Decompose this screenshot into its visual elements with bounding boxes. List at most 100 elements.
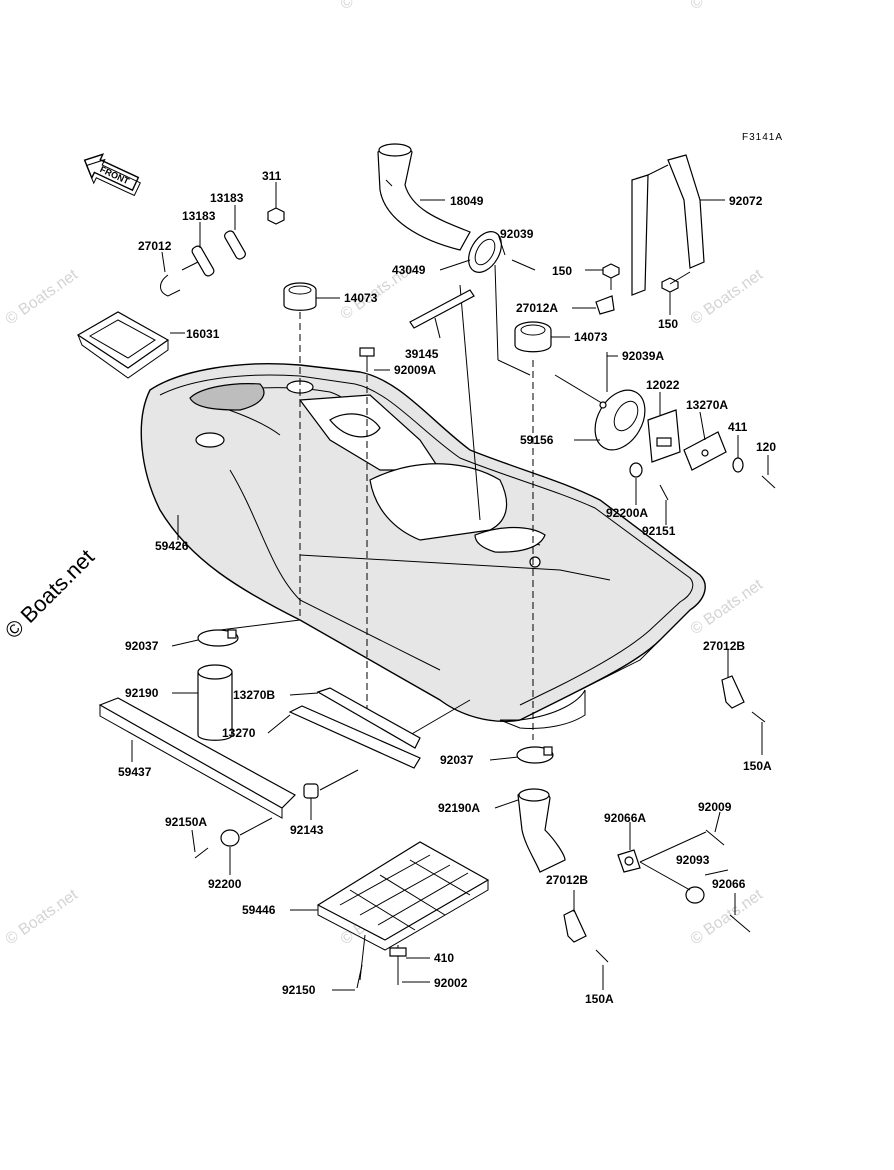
label-92066: 92066 bbox=[712, 877, 746, 891]
watermark: © Boats.net bbox=[688, 0, 767, 13]
label-92200: 92200 bbox=[208, 877, 242, 891]
label-92039A: 92039A bbox=[622, 349, 664, 363]
part-13270B bbox=[316, 687, 421, 749]
part-92190 bbox=[197, 664, 233, 741]
part-92009 bbox=[705, 829, 725, 846]
part-12022 bbox=[647, 409, 681, 463]
label-92037-left: 92037 bbox=[125, 639, 159, 653]
part-59446 bbox=[316, 841, 490, 951]
part-92037-a bbox=[197, 629, 239, 647]
part-92037-b bbox=[516, 746, 554, 764]
label-92093: 92093 bbox=[676, 853, 710, 867]
part-13270A bbox=[683, 431, 727, 471]
part-92072 bbox=[631, 154, 705, 296]
part-59156 bbox=[594, 389, 646, 451]
label-150A-upper: 150A bbox=[743, 759, 772, 773]
part-92150 bbox=[356, 964, 363, 989]
label-311: 311 bbox=[262, 169, 282, 183]
part-59437 bbox=[98, 697, 296, 819]
part-43049 bbox=[468, 231, 502, 273]
part-92151 bbox=[659, 484, 669, 501]
part-92200A bbox=[629, 462, 643, 478]
part-150A-b bbox=[595, 949, 609, 963]
label-92009A: 92009A bbox=[394, 363, 436, 377]
label-92037-right: 92037 bbox=[440, 753, 474, 767]
label-92072: 92072 bbox=[729, 194, 763, 208]
figure-code: F3141A bbox=[742, 132, 783, 143]
part-92009A bbox=[359, 347, 375, 372]
part-18049 bbox=[377, 143, 471, 251]
label-150-upper: 150 bbox=[552, 264, 572, 278]
part-14073-b bbox=[514, 321, 552, 353]
guide-lines bbox=[219, 264, 606, 981]
part-27012B-a bbox=[721, 675, 745, 709]
label-27012B-upper: 27012B bbox=[703, 639, 745, 653]
label-13183-upper: 13183 bbox=[210, 191, 244, 205]
part-92150A bbox=[194, 847, 209, 859]
label-92066A: 92066A bbox=[604, 811, 646, 825]
label-59156: 59156 bbox=[520, 433, 554, 447]
label-92190A: 92190A bbox=[438, 801, 480, 815]
leader-lines bbox=[131, 182, 769, 991]
label-59437: 59437 bbox=[118, 765, 152, 779]
label-150-lower: 150 bbox=[658, 317, 678, 331]
part-120 bbox=[761, 475, 776, 489]
label-13270A: 13270A bbox=[686, 398, 728, 412]
label-92039: 92039 bbox=[500, 227, 534, 241]
label-92143: 92143 bbox=[290, 823, 324, 837]
part-92066 bbox=[729, 914, 751, 933]
part-39145 bbox=[409, 289, 475, 329]
part-92190A bbox=[517, 788, 566, 873]
label-13270: 13270 bbox=[222, 726, 256, 740]
part-92039 bbox=[511, 259, 536, 271]
part-labels: 311 13183 13183 27012 16031 14073 18049 … bbox=[118, 169, 776, 1006]
label-16031: 16031 bbox=[186, 327, 220, 341]
part-311 bbox=[267, 190, 285, 225]
label-39145: 39145 bbox=[405, 347, 439, 361]
part-150-a bbox=[602, 263, 620, 290]
label-92150A: 92150A bbox=[165, 815, 207, 829]
label-27012B-lower: 27012B bbox=[546, 873, 588, 887]
part-27012 bbox=[160, 274, 181, 297]
label-27012: 27012 bbox=[138, 239, 172, 253]
label-411: 411 bbox=[728, 420, 748, 434]
label-43049: 43049 bbox=[392, 263, 426, 277]
part-13183 bbox=[181, 230, 246, 277]
label-14073-left: 14073 bbox=[344, 291, 378, 305]
watermark-large: © Boats.net bbox=[0, 544, 99, 643]
watermark: © Boats.net bbox=[338, 0, 417, 13]
part-14073-a bbox=[283, 282, 317, 311]
part-411 bbox=[732, 457, 744, 473]
watermark: © Boats.net bbox=[3, 886, 82, 948]
label-92190: 92190 bbox=[125, 686, 159, 700]
label-14073-right: 14073 bbox=[574, 330, 608, 344]
label-92200A: 92200A bbox=[606, 506, 648, 520]
label-59426: 59426 bbox=[155, 539, 189, 553]
part-13270 bbox=[288, 705, 421, 769]
hull-59426 bbox=[140, 363, 706, 729]
part-150-b bbox=[661, 271, 691, 293]
label-120: 120 bbox=[756, 440, 776, 454]
part-16031 bbox=[76, 311, 170, 379]
label-150A-lower: 150A bbox=[585, 992, 614, 1006]
part-150A-a bbox=[751, 711, 766, 723]
label-12022: 12022 bbox=[646, 378, 680, 392]
label-18049: 18049 bbox=[450, 194, 484, 208]
part-410 bbox=[389, 947, 407, 957]
label-92009: 92009 bbox=[698, 800, 732, 814]
watermark: © Boats.net bbox=[3, 266, 82, 328]
part-27012B-b bbox=[563, 909, 587, 943]
label-27012A: 27012A bbox=[516, 301, 558, 315]
label-59446: 59446 bbox=[242, 903, 276, 917]
label-13270B: 13270B bbox=[233, 688, 275, 702]
part-92143 bbox=[303, 783, 319, 799]
label-13183-lower: 13183 bbox=[182, 209, 216, 223]
front-arrow: FRONT bbox=[83, 153, 141, 197]
label-92151: 92151 bbox=[642, 524, 676, 538]
label-410: 410 bbox=[434, 951, 454, 965]
part-92093 bbox=[685, 886, 705, 904]
watermark: © Boats.net bbox=[688, 266, 767, 328]
label-92002: 92002 bbox=[434, 976, 468, 990]
part-92066A bbox=[617, 849, 641, 873]
